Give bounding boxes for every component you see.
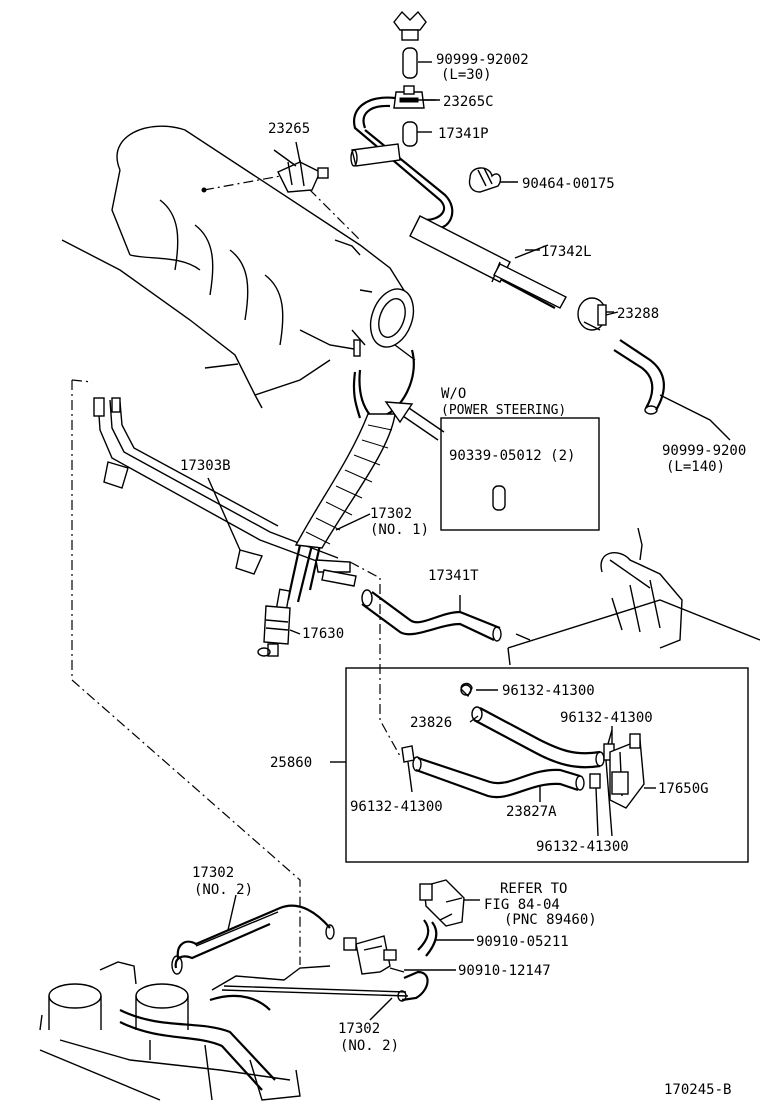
label-96132-41300-bottom: 96132-41300 — [536, 839, 629, 855]
part-17650G-vsv[interactable] — [605, 733, 656, 837]
part-96132-41300-clip-bottom[interactable] — [589, 773, 601, 837]
part-vsv-refer[interactable] — [419, 879, 465, 927]
label-96132-41300-left: 96132-41300 — [350, 799, 443, 815]
note-arrow — [384, 401, 445, 441]
engine-outline — [61, 125, 416, 409]
part-17341P-hose[interactable] — [402, 121, 432, 147]
label-90910-12147: 90910-12147 — [458, 963, 551, 979]
note-part-90339-05012: 90339-05012 (2) — [449, 448, 575, 464]
part-17302-no2-lower-hose[interactable] — [221, 970, 429, 1021]
label-23827A: 23827A — [506, 804, 557, 820]
part-90910-05211-hose[interactable] — [417, 919, 474, 957]
part-pipe-branch[interactable] — [275, 544, 357, 614]
part-17302-no1-hose[interactable] — [294, 349, 415, 549]
label-17302-no2-bottom-sub: (NO. 2) — [340, 1038, 399, 1054]
label-17302-no1-sub: (NO. 1) — [370, 522, 429, 538]
part-17302-no2-upper-hose[interactable] — [171, 894, 335, 975]
label-17341T: 17341T — [428, 568, 479, 584]
note-box: W/O (POWER STEERING) 90339-05012 (2) — [440, 386, 600, 531]
label-90999-92002-top-length: (L=30) — [441, 67, 492, 83]
label-25860: 25860 — [270, 755, 312, 771]
label-23265C: 23265C — [443, 94, 494, 110]
label-17630: 17630 — [302, 626, 344, 642]
label-refer-line1: REFER TO — [500, 881, 567, 897]
part-23265-sensor[interactable] — [277, 141, 329, 193]
label-23826: 23826 — [410, 715, 452, 731]
part-hose-stub[interactable] — [350, 143, 401, 167]
part-23826-hose[interactable] — [471, 706, 605, 769]
label-23265: 23265 — [268, 121, 310, 137]
label-17302-no2-top: 17302 — [192, 865, 234, 881]
label-90999-9200-right: 90999-9200 — [662, 443, 746, 459]
part-23288-valve[interactable] — [577, 297, 619, 331]
engine-right-outline — [507, 527, 760, 666]
part-17342L-hose[interactable] — [352, 96, 567, 309]
part-17341T-hose[interactable] — [361, 589, 502, 642]
part-90464-00175-clip[interactable] — [468, 167, 518, 193]
part-vsv-lower[interactable] — [343, 935, 405, 975]
label-17650G: 17650G — [658, 781, 709, 797]
label-90464-00175: 90464-00175 — [522, 176, 615, 192]
part-23265C-tee[interactable] — [393, 85, 436, 109]
part-90999-92002-cap[interactable] — [393, 10, 432, 79]
part-96132-41300-clip-top[interactable] — [460, 682, 473, 698]
part-90999-92002-hose-l140[interactable] — [613, 339, 731, 441]
label-17302-no1: 17302 — [370, 506, 412, 522]
figure-code: 170245-B — [664, 1082, 731, 1098]
labels: 90999-92002 (L=30) 23265C 17341P 23265 9… — [180, 52, 746, 1098]
part-90339-05012-plug[interactable] — [492, 485, 506, 511]
label-17302-no2-top-sub: (NO. 2) — [194, 882, 253, 898]
label-96132-41300-top: 96132-41300 — [502, 683, 595, 699]
note-title-wo: W/O — [441, 386, 466, 402]
label-17303B: 17303B — [180, 458, 231, 474]
label-23288: 23288 — [617, 306, 659, 322]
label-refer-line3: (PNC 89460) — [504, 912, 597, 928]
label-17342L: 17342L — [541, 244, 592, 260]
label-90999-92002-top: 90999-92002 — [436, 52, 529, 68]
kit-box-25860 — [330, 667, 749, 863]
label-90999-right-length: (L=140) — [666, 459, 725, 475]
part-17630-sensor[interactable] — [257, 605, 291, 657]
label-90910-05211: 90910-05211 — [476, 934, 569, 950]
label-refer-line2: FIG 84-04 — [484, 897, 560, 913]
engine-lower-outline — [39, 961, 331, 1101]
label-17302-no2-bottom: 17302 — [338, 1021, 380, 1037]
part-17303B-pipe[interactable] — [93, 397, 339, 575]
part-23827A-hose[interactable] — [412, 756, 585, 799]
part-96132-41300-clip-left[interactable] — [401, 745, 415, 763]
note-title-power-steering: (POWER STEERING) — [441, 403, 566, 418]
label-17341P: 17341P — [438, 126, 489, 142]
label-96132-41300-right: 96132-41300 — [560, 710, 653, 726]
